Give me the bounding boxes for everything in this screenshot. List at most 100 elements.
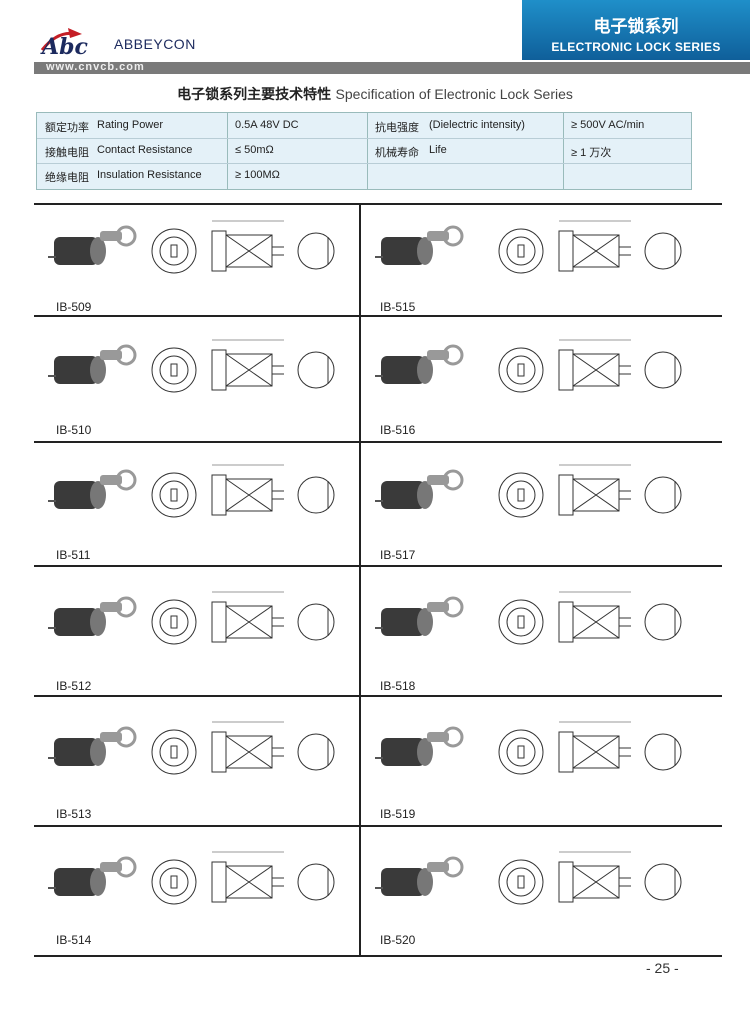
spec-row: 额定功率 Rating Power 0.5A 48V DC 抗电强度 (Diel… xyxy=(37,113,691,139)
product-panel xyxy=(361,567,722,693)
end-view-icon xyxy=(644,476,682,514)
url-bar: www.cnvcb.com xyxy=(34,61,750,74)
end-view-icon xyxy=(644,733,682,771)
front-view-icon xyxy=(151,472,197,518)
product-panel xyxy=(34,827,359,953)
lock-photo-icon xyxy=(48,596,137,636)
lock-drawing xyxy=(48,339,335,393)
logo-mark-icon: Abc xyxy=(40,28,88,58)
model-label: IB-511 xyxy=(56,548,91,562)
lock-drawing xyxy=(48,591,335,645)
spec-label-en: Contact Resistance xyxy=(97,144,193,156)
product-panel xyxy=(361,317,722,439)
page-number: - 25 - xyxy=(646,960,679,976)
spec-label2-en: Life xyxy=(429,144,447,156)
end-view-icon xyxy=(644,232,682,270)
model-label: IB-515 xyxy=(380,300,416,314)
end-view-icon xyxy=(644,351,682,389)
lock-drawing xyxy=(48,464,335,518)
spec-row: 绝缘电阻 Insulation Resistance ≥ 100MΩ xyxy=(37,163,691,188)
front-view-icon xyxy=(151,228,197,274)
model-label: IB-518 xyxy=(380,679,416,693)
spec-divider xyxy=(227,113,228,189)
spec-value2: ≥ 500V AC/min xyxy=(571,119,645,131)
lock-photo-icon xyxy=(375,225,464,265)
model-label: IB-519 xyxy=(380,807,416,821)
brand-name: ABBEYCON xyxy=(114,36,196,52)
grid-rule xyxy=(34,315,722,317)
spec-label2-cn: 抗电强度 xyxy=(375,122,419,134)
spec-label2-en: (Dielectric intensity) xyxy=(429,119,525,131)
front-view-icon xyxy=(498,729,544,775)
end-view-icon xyxy=(644,603,682,641)
front-view-icon xyxy=(498,228,544,274)
spec-label-cn: 绝缘电阻 xyxy=(45,172,89,184)
lock-photo-icon xyxy=(375,596,464,636)
spec-label-en: Rating Power xyxy=(97,119,164,131)
grid-rule xyxy=(34,441,722,443)
company-logo: Abc ABBEYCON xyxy=(38,22,208,62)
front-view-icon xyxy=(498,347,544,393)
model-label: IB-512 xyxy=(56,679,92,693)
lock-photo-icon xyxy=(375,856,464,896)
lock-photo-icon xyxy=(48,726,137,766)
front-view-icon xyxy=(498,599,544,645)
spec-label2-cn: 机械寿命 xyxy=(375,147,419,159)
end-view-icon xyxy=(297,863,335,901)
side-view-icon xyxy=(558,339,631,391)
side-view-icon xyxy=(558,220,631,272)
lock-drawing xyxy=(48,851,335,905)
url-text: www.cnvcb.com xyxy=(46,61,145,73)
end-view-icon xyxy=(297,603,335,641)
model-label: IB-510 xyxy=(56,423,92,437)
lock-photo-icon xyxy=(48,469,137,509)
side-view-icon xyxy=(558,721,631,773)
front-view-icon xyxy=(498,859,544,905)
grid-rule xyxy=(34,825,722,827)
grid-divider xyxy=(359,203,361,957)
lock-photo-icon xyxy=(375,344,464,384)
spec-label-cn: 额定功率 xyxy=(45,122,89,134)
spec-table: 额定功率 Rating Power 0.5A 48V DC 抗电强度 (Diel… xyxy=(36,112,692,190)
spec-divider xyxy=(367,113,368,189)
side-view-icon xyxy=(211,220,284,272)
side-view-icon xyxy=(211,464,284,516)
grid-rule xyxy=(34,565,722,567)
spec-value: ≤ 50mΩ xyxy=(235,144,274,156)
lock-drawing xyxy=(375,464,682,518)
product-panel xyxy=(34,697,359,823)
end-view-icon xyxy=(297,232,335,270)
side-view-icon xyxy=(558,464,631,516)
front-view-icon xyxy=(151,859,197,905)
spec-value2: ≥ 1 万次 xyxy=(571,147,612,159)
grid-rule xyxy=(34,955,722,957)
product-panel xyxy=(361,827,722,953)
lock-photo-icon xyxy=(375,469,464,509)
lock-photo-icon xyxy=(48,344,137,384)
spec-label-cn: 接触电阻 xyxy=(45,147,89,159)
spec-row: 接触电阻 Contact Resistance ≤ 50mΩ 机械寿命 Life… xyxy=(37,138,691,164)
lock-drawing xyxy=(375,851,682,905)
product-panel xyxy=(34,443,359,563)
lock-drawing xyxy=(48,721,335,775)
end-view-icon xyxy=(297,476,335,514)
product-panel xyxy=(361,205,722,313)
lock-drawing xyxy=(375,220,682,274)
model-label: IB-514 xyxy=(56,933,92,947)
model-label: IB-509 xyxy=(56,300,92,314)
grid-rule xyxy=(34,203,722,205)
product-panel xyxy=(34,567,359,693)
product-panel xyxy=(361,443,722,563)
lock-drawing xyxy=(48,220,335,274)
spec-value: 0.5A 48V DC xyxy=(235,119,299,131)
front-view-icon xyxy=(151,729,197,775)
side-view-icon xyxy=(211,591,284,643)
side-view-icon xyxy=(558,591,631,643)
model-label: IB-516 xyxy=(380,423,416,437)
lock-drawing xyxy=(375,339,682,393)
product-panel xyxy=(361,697,722,823)
front-view-icon xyxy=(498,472,544,518)
end-view-icon xyxy=(644,863,682,901)
end-view-icon xyxy=(297,733,335,771)
badge-title-cn: 电子锁系列 xyxy=(593,17,679,37)
